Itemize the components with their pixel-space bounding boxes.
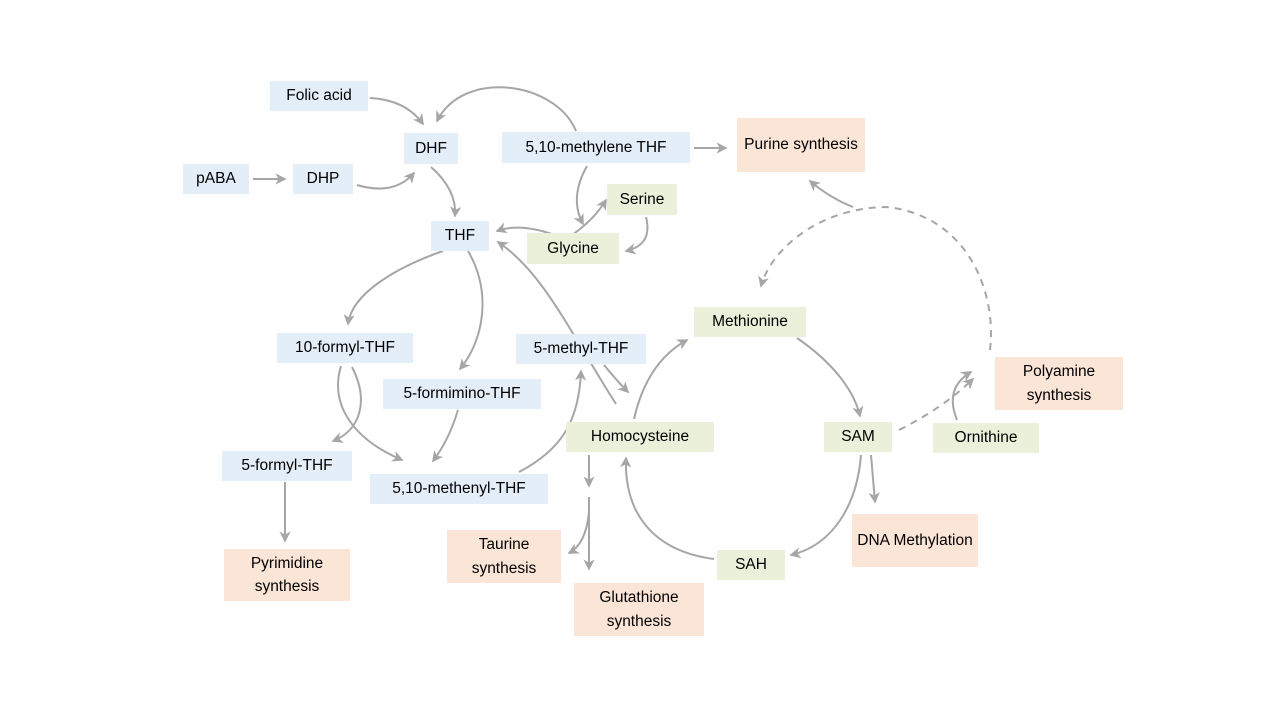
node-polyamine-synthesis: Polyamine synthesis (995, 357, 1123, 410)
arrow-dhp-to-dhf (356, 171, 416, 190)
arrow-10formylthf-to-5formylthf (331, 366, 362, 443)
node-5-formyl-thf: 5-formyl-THF (222, 451, 352, 481)
node-paba: pABA (183, 164, 249, 194)
node-methionine: Methionine (694, 307, 806, 337)
arrow-methylenethf-to-dhf (436, 86, 577, 132)
node-5-methyl-thf: 5-methyl-THF (516, 334, 646, 364)
arrow-dhf-to-thf (430, 166, 462, 218)
node-dhp: DHP (293, 164, 353, 194)
arrow-thf-to-formiminothf (458, 250, 484, 371)
arrow-sam-to-dnamethylation (868, 454, 880, 504)
arrow-5methylthf-donation (603, 364, 630, 394)
node-homocysteine: Homocysteine (566, 422, 714, 452)
node-purine-synthesis: Purine synthesis (737, 118, 865, 172)
arrow-homocysteine-to-thf (496, 241, 617, 405)
arrow-10formylthf-to-methenylthf (337, 365, 404, 462)
node-sah: SAH (717, 550, 785, 580)
arrow-sah-to-homocysteine (620, 456, 715, 560)
arrow-sam-to-sah (789, 454, 862, 559)
node-dhf: DHF (404, 133, 458, 164)
arrow-methenylthf-to-5methylthf (518, 369, 587, 473)
node-glutathione-synthesis: Glutathione synthesis (574, 583, 704, 636)
arrow-branch-to-taurine (567, 511, 590, 554)
node-thf: THF (431, 221, 489, 251)
arrow-homocysteine-to-methionine (633, 339, 689, 420)
arrow-serine-to-glycine (624, 216, 649, 255)
node-5-formimino-thf: 5-formimino-THF (383, 379, 541, 409)
arrow-formiminothf-to-methenylthf (431, 409, 459, 463)
arrow-ornithine-to-polyamine (951, 371, 973, 421)
node-pyrimidine-synthesis: Pyrimidine synthesis (224, 549, 350, 601)
arrow-sam-to-polyamine-dashed (898, 377, 975, 431)
arrow-polyamine-to-methionine-dashed (758, 205, 992, 351)
node-10-formyl-thf: 10-formyl-THF (277, 333, 413, 363)
node-folic-acid: Folic acid (270, 81, 368, 111)
node-dna-methylation: DNA Methylation (852, 514, 978, 567)
arrow-thf-to-10formylthf (343, 250, 444, 326)
node-serine: Serine (607, 184, 677, 215)
arrow-methylenethf-to-glycine (573, 165, 588, 226)
node-methenyl-thf: 5,10-methenyl-THF (370, 474, 548, 504)
node-glycine: Glycine (527, 233, 619, 264)
node-ornithine: Ornithine (933, 423, 1039, 453)
node-taurine-synthesis: Taurine synthesis (447, 530, 561, 583)
node-methylene-thf: 5,10-methylene THF (502, 132, 690, 163)
node-sam: SAM (824, 422, 892, 452)
arrow-folicacid-to-dhf (369, 97, 424, 126)
arrow-methionine-to-sam (796, 337, 864, 418)
arrow-salvage-to-purine (808, 179, 854, 208)
